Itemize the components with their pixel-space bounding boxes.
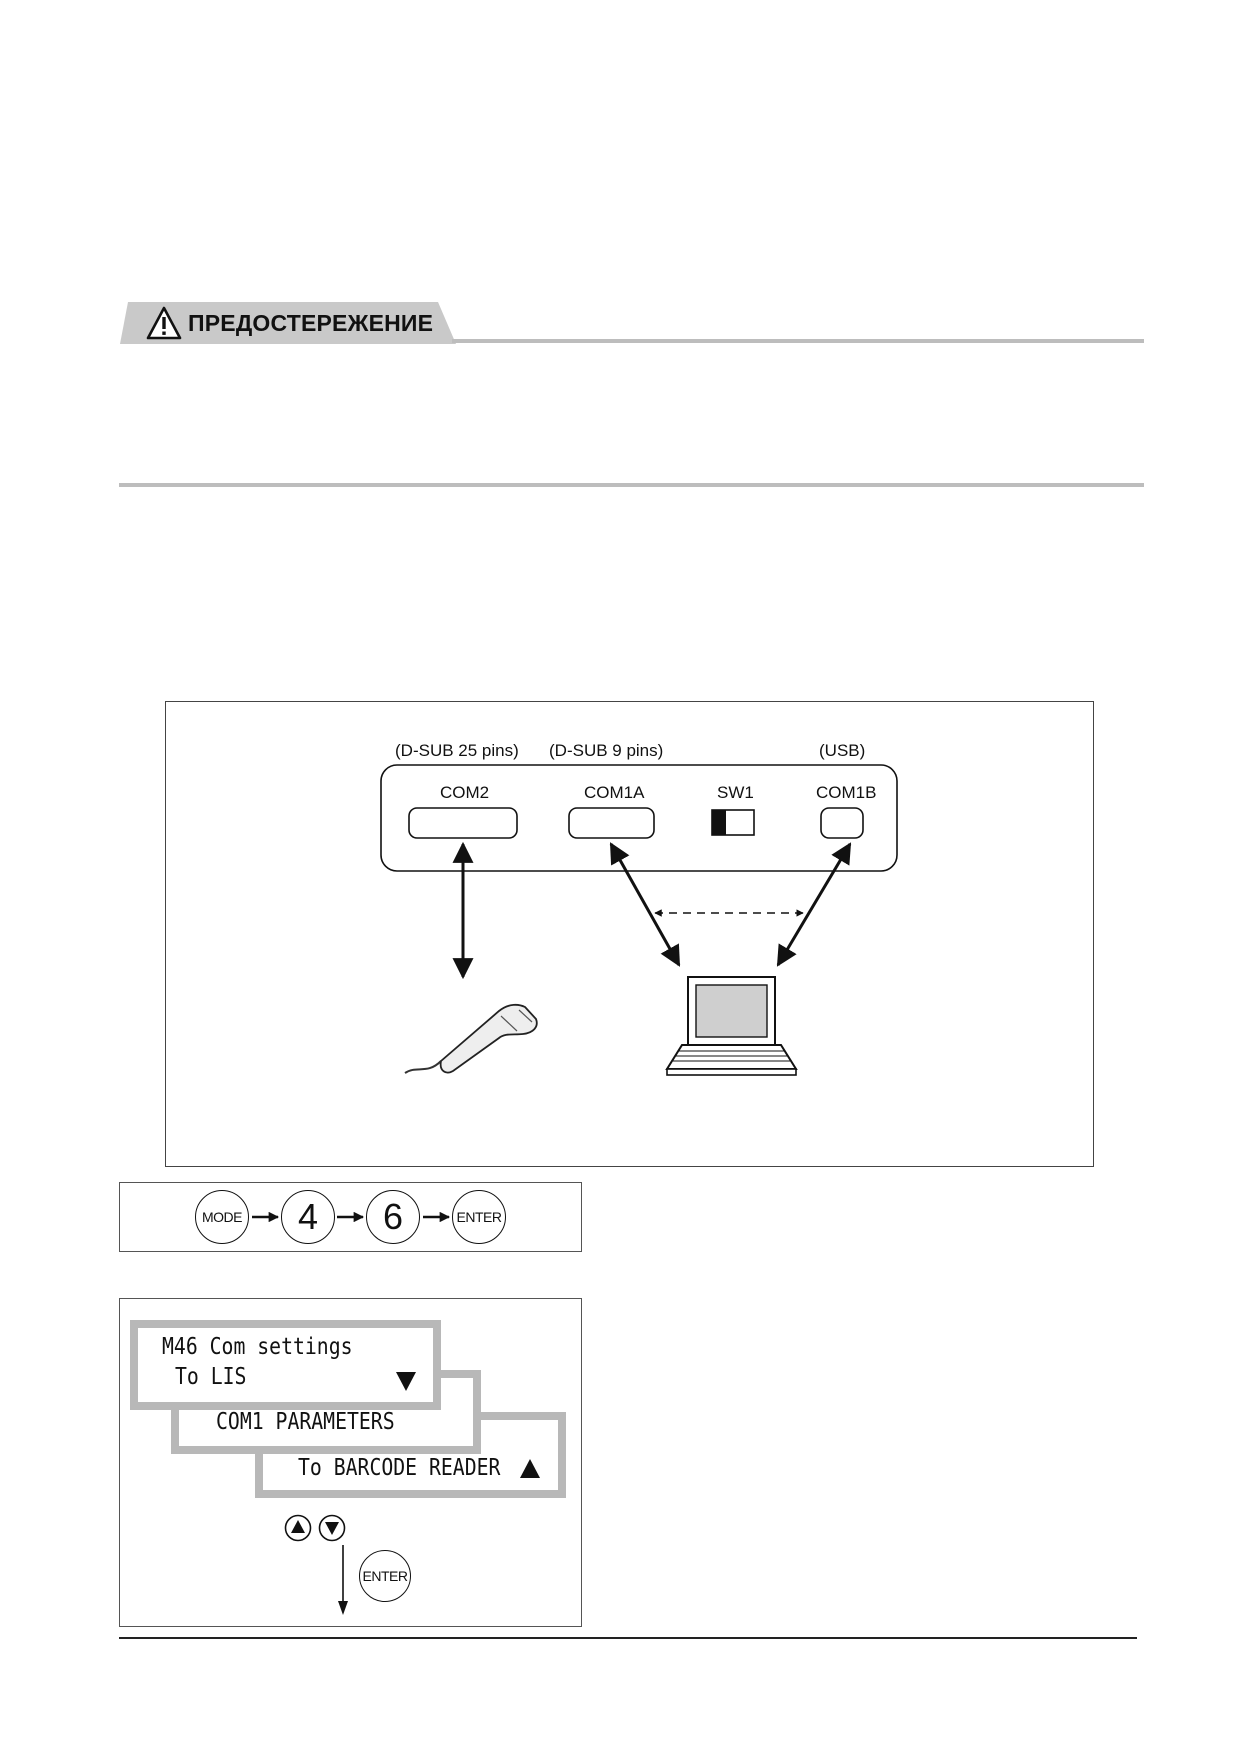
port-label-com1b: COM1B: [816, 783, 877, 802]
key-sequence-arrows: [252, 1211, 451, 1223]
laptop-icon: [665, 976, 798, 1076]
digit-4-key: 4: [281, 1190, 335, 1244]
lcd-line-com-settings: M46 Com settings: [162, 1334, 353, 1360]
caution-end-divider: [119, 483, 1144, 487]
connector-type-com1b: (USB): [819, 741, 866, 760]
com1a-laptop-arrow: [609, 842, 681, 967]
caution-banner-tab: [120, 302, 456, 344]
up-key-icon: [284, 1514, 312, 1542]
lcd-line-to-lis: To LIS: [175, 1364, 247, 1390]
com1b-port: [820, 807, 864, 839]
barcode-scanner-icon: [404, 1003, 538, 1074]
com2-port: [408, 807, 518, 839]
lcd-line-to-barcode-reader: To BARCODE READER: [298, 1455, 501, 1481]
enter-key: ENTER: [452, 1190, 506, 1244]
mode-key-label: MODE: [202, 1209, 243, 1225]
down-key-icon: [318, 1514, 346, 1542]
com1a-port: [568, 807, 655, 839]
lcd-enter-key: ENTER: [359, 1550, 411, 1602]
key-sequence-box: [119, 1182, 582, 1252]
lcd-enter-key-label: ENTER: [362, 1568, 408, 1584]
triangle-down-icon: [396, 1372, 416, 1391]
page-bottom-rule: [119, 1637, 1137, 1639]
digit-6-key: 6: [366, 1190, 420, 1244]
lcd-screens-box: [119, 1298, 582, 1627]
mode-key: MODE: [195, 1190, 249, 1244]
connector-type-com2: (D-SUB 25 pins): [395, 741, 519, 760]
lcd-screen-com-settings: [130, 1320, 441, 1410]
connector-type-com1a: (D-SUB 9 pins): [549, 741, 664, 760]
down-flow-arrow: [338, 1545, 348, 1615]
lcd-line-com1-parameters: COM1 PARAMETERS: [216, 1409, 395, 1435]
caution-divider: [452, 339, 1144, 343]
digit-4-label: 4: [297, 1196, 319, 1237]
digit-6-label: 6: [382, 1196, 404, 1237]
port-label-com1a: COM1A: [584, 783, 645, 802]
triangle-up-icon: [520, 1459, 540, 1478]
port-label-com2: COM2: [440, 783, 490, 802]
caution-title: ПРЕДОСТЕРЕЖЕНИЕ: [188, 310, 434, 336]
sw1-switch: [711, 809, 755, 836]
connection-diagram-frame: [165, 701, 1094, 1167]
enter-key-label: ENTER: [456, 1209, 502, 1225]
warning-triangle-icon: [146, 306, 182, 340]
rear-panel-drawing: [380, 764, 898, 1076]
com1b-laptop-arrow: [776, 842, 852, 967]
port-label-sw1: SW1: [717, 783, 754, 802]
